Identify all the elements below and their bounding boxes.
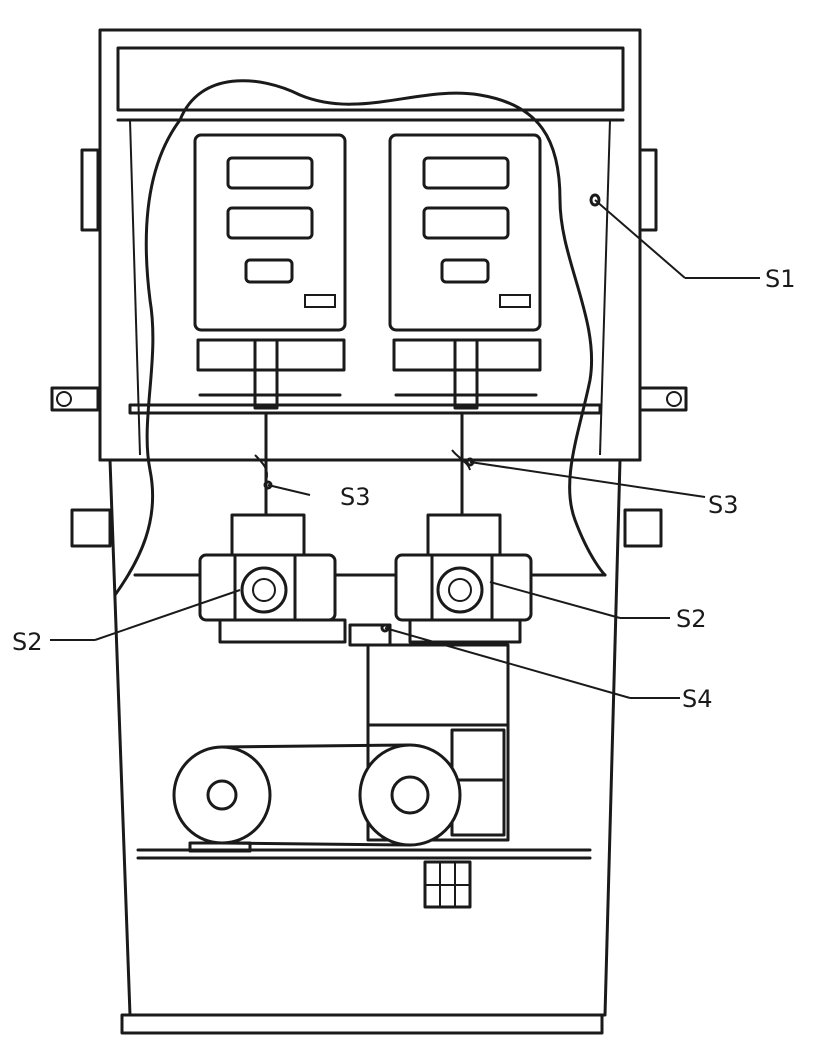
leader-lines xyxy=(50,199,760,699)
label-s3-left: S3 xyxy=(340,483,371,511)
computer-unit-left xyxy=(193,133,347,410)
label-s1: S1 xyxy=(765,265,796,293)
meter-left xyxy=(198,513,347,644)
belt-drive xyxy=(172,743,462,853)
meter-right xyxy=(394,513,533,644)
computer-unit-right xyxy=(388,133,542,410)
computer-shelf xyxy=(128,403,602,415)
label-s3-right: S3 xyxy=(708,491,739,519)
cutaway-outline xyxy=(113,79,607,597)
label-s4: S4 xyxy=(682,685,713,713)
pipe-coupling xyxy=(423,860,472,909)
housing-frame xyxy=(98,28,642,1035)
label-s2-left: S2 xyxy=(12,628,43,656)
sensor-markers xyxy=(263,193,601,633)
drive-shafts xyxy=(254,411,471,517)
side-handles xyxy=(50,148,688,548)
label-s2-right: S2 xyxy=(676,605,707,633)
